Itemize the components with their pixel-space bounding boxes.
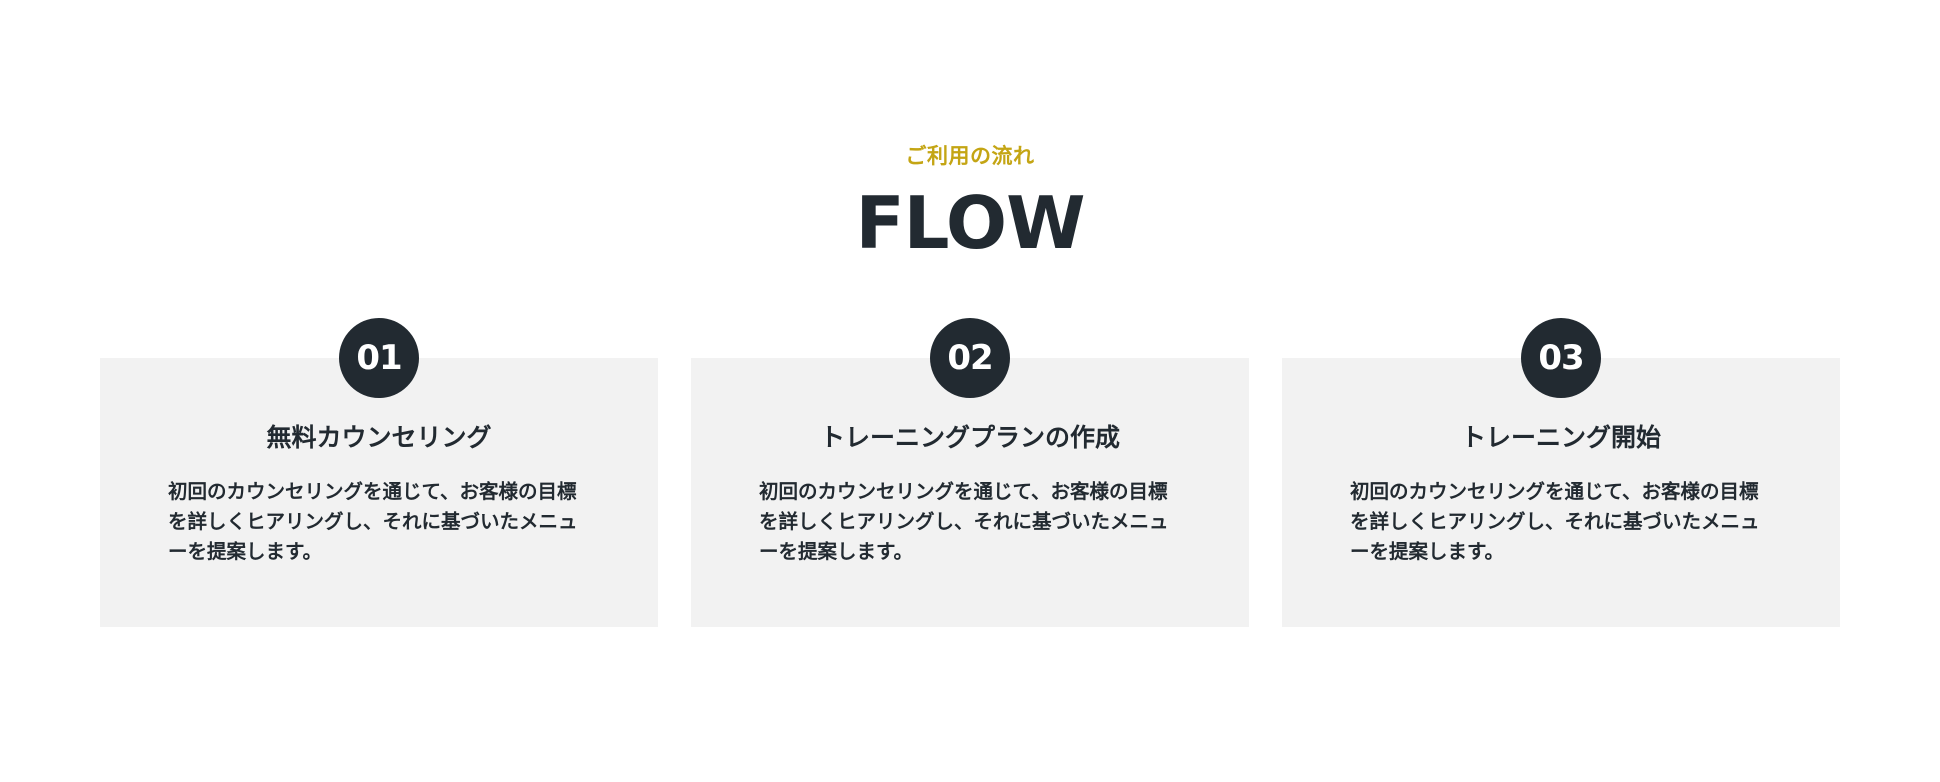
section-title: FLOW xyxy=(855,181,1085,265)
flow-step-card-1: 01 無料カウンセリング 初回のカウンセリングを通じて、お客様の目標を詳しくヒア… xyxy=(100,318,658,627)
step-description: 初回のカウンセリングを通じて、お客様の目標を詳しくヒアリングし、それに基づいたメ… xyxy=(1350,480,1760,563)
step-title: トレーニング開始 xyxy=(1460,423,1661,452)
flow-step-card-2: 02 トレーニングプランの作成 初回のカウンセリングを通じて、お客様の目標を詳し… xyxy=(691,318,1249,627)
step-number-badge: 01 xyxy=(339,318,419,398)
step-description: 初回のカウンセリングを通じて、お客様の目標を詳しくヒアリングし、それに基づいたメ… xyxy=(168,480,578,563)
step-number-badge: 03 xyxy=(1521,318,1601,398)
step-title: 無料カウンセリング xyxy=(266,423,492,452)
step-number-badge: 02 xyxy=(930,318,1010,398)
step-title: トレーニングプランの作成 xyxy=(819,423,1120,452)
section-subtitle: ご利用の流れ xyxy=(905,144,1035,168)
flow-step-card-3: 03 トレーニング開始 初回のカウンセリングを通じて、お客様の目標を詳しくヒアリ… xyxy=(1282,318,1840,627)
flow-steps: 01 無料カウンセリング 初回のカウンセリングを通じて、お客様の目標を詳しくヒア… xyxy=(100,318,1840,627)
step-description: 初回のカウンセリングを通じて、お客様の目標を詳しくヒアリングし、それに基づいたメ… xyxy=(759,480,1169,563)
